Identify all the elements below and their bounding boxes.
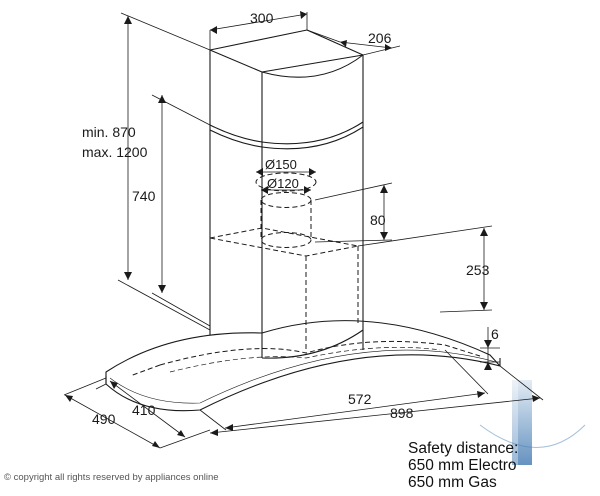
watermark-logo (479, 380, 586, 465)
copyright-text: © copyright all rights reserved by appli… (4, 472, 219, 483)
chimney-bottom-curve (261, 329, 364, 359)
chimney-joint-lower (209, 126, 364, 150)
label-top-width: 300 (250, 10, 274, 26)
chimney-joint-upper (209, 121, 364, 145)
label-body-height: 253 (466, 262, 490, 278)
chimney-top (209, 29, 364, 73)
safety-distance-note: Safety distance: 650 mm Electro 650 mm G… (408, 440, 518, 491)
glass-canopy (105, 320, 501, 412)
dimension-lines (63, 12, 544, 449)
dimension-arrowheads (65, 11, 540, 448)
label-outlet-outer: Ø150 (265, 157, 297, 172)
label-total-depth: 490 (92, 411, 116, 427)
safety-gas: 650 mm Gas (408, 474, 497, 491)
label-height-max: max. 1200 (82, 144, 148, 160)
hood-outline (105, 29, 501, 412)
label-outlet-height: 80 (370, 212, 386, 228)
label-outlet-inner: Ø120 (267, 176, 299, 191)
label-top-depth: 206 (368, 30, 392, 46)
safety-title: Safety distance: (408, 440, 519, 457)
safety-electro: 650 mm Electro (408, 457, 517, 474)
label-height-min: min. 870 (82, 124, 136, 140)
label-inner-depth: 410 (132, 402, 156, 418)
hidden-lines (129, 165, 481, 377)
label-inner-width: 572 (348, 391, 372, 407)
label-total-width: 898 (390, 405, 414, 421)
label-glass-thickness: 6 (491, 326, 499, 342)
glass-inner-edge (109, 349, 497, 404)
chimney-top-curve (261, 54, 364, 78)
label-chimney-height: 740 (132, 188, 156, 204)
